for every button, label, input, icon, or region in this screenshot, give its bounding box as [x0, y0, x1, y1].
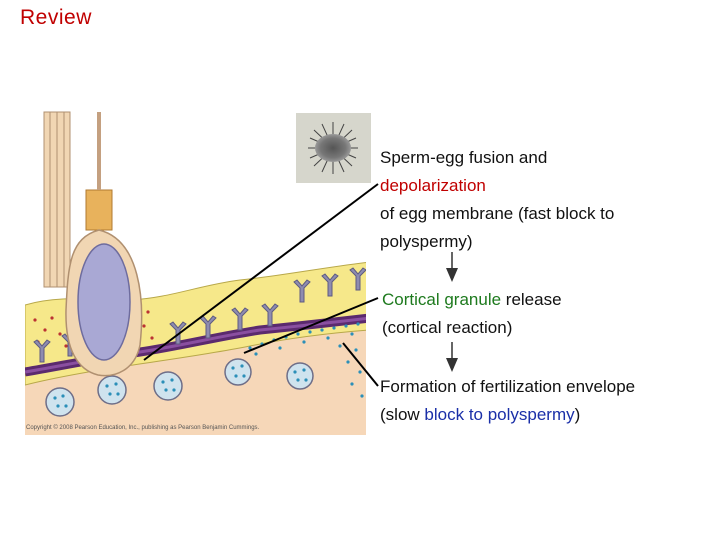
step-2-cortical-granule: Cortical granule [382, 290, 502, 309]
step-2-line-1: Cortical granule release [382, 286, 562, 314]
step-1-line-3: of egg membrane (fast block to [380, 204, 615, 223]
down-arrow-2 [446, 342, 458, 372]
released-granule-contents [248, 322, 364, 398]
copyright-notice: Copyright © 2008 Pearson Education, Inc.… [26, 425, 260, 431]
step-3-line-2: (slow block to polyspermy) [380, 401, 635, 429]
step-1-line-1: Sperm-egg fusion and [380, 148, 548, 167]
step-1-line-4: polyspermy) [380, 232, 473, 251]
step-3-suffix: ) [574, 405, 581, 424]
cortical-granules [45, 358, 314, 417]
step-1-depolarization: depolarization [380, 176, 486, 195]
step-3-prefix: (slow [380, 405, 425, 424]
down-arrow-1 [446, 252, 458, 282]
step-3-slow-block: Formation of fertilization envelope (slo… [380, 373, 635, 429]
step-2-cortical-reaction: Cortical granule release (cortical react… [382, 286, 562, 342]
step-2-line-2: (cortical reaction) [382, 318, 513, 337]
step-1-fast-block: Sperm-egg fusion and depolarization of e… [380, 144, 614, 256]
sperm [43, 111, 143, 377]
leader-lines [143, 183, 379, 387]
step-2-release: release [501, 290, 562, 309]
step-3-block-to-polyspermy: block to polyspermy [424, 405, 575, 424]
slide-title: Review [20, 6, 92, 29]
step-3-line-1: Formation of fertilization envelope [380, 377, 636, 396]
sea-urchin-egg-thumbnail [296, 113, 371, 183]
